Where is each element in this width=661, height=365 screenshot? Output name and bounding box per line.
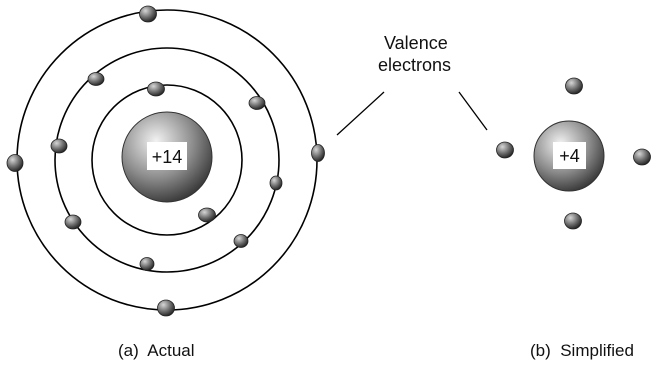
electron <box>50 138 68 154</box>
callout-pointer-right <box>458 91 488 131</box>
electron <box>147 81 165 97</box>
valence-callout: Valence electrons <box>336 33 488 136</box>
middle-shell <box>54 47 280 273</box>
valence-electron <box>496 141 514 159</box>
electron <box>87 72 105 86</box>
simplified-electrons <box>496 77 651 230</box>
actual-atom: +14 <box>6 5 325 317</box>
electron <box>248 96 266 110</box>
electron <box>64 214 82 230</box>
valence-electron <box>139 5 157 23</box>
callout-label-line2: electrons <box>378 55 451 75</box>
caption-simplified: (b) Simplified <box>530 341 634 360</box>
simplified-atom: +4 <box>496 77 651 230</box>
callout-pointer-left <box>336 91 385 136</box>
electron <box>269 175 283 191</box>
valence-electron <box>633 148 651 166</box>
valence-electron <box>564 212 582 230</box>
actual-electrons <box>6 5 325 317</box>
nucleus-charge-box <box>553 142 586 169</box>
caption-actual: (a) Actual <box>118 341 195 360</box>
callout-label-line1: Valence <box>384 33 448 53</box>
nucleus-charge-label: +4 <box>559 146 580 166</box>
valence-electron <box>311 144 325 162</box>
inner-shell <box>91 84 243 236</box>
electron <box>139 257 155 271</box>
valence-electron <box>6 154 24 172</box>
nucleus-charge-box <box>147 142 187 170</box>
electron <box>198 207 216 223</box>
valence-electron <box>157 299 175 317</box>
electron <box>233 234 249 248</box>
valence-electron <box>565 77 583 95</box>
nucleus-charge-label: +14 <box>152 147 183 167</box>
